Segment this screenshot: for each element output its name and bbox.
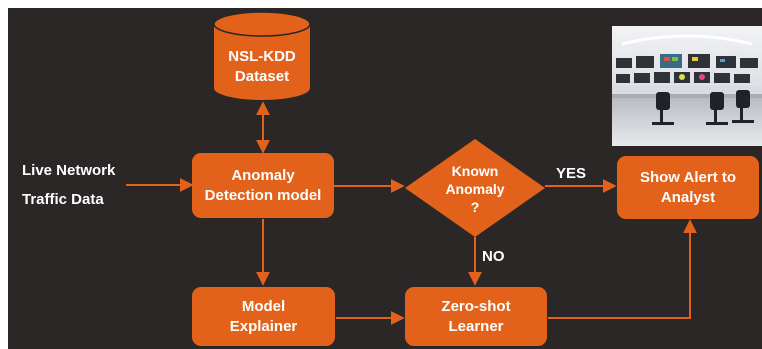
control-room-photo: [612, 26, 762, 146]
model-explainer-node: Model Explainer: [192, 287, 335, 346]
edge-label-yes: YES: [556, 165, 587, 182]
alert-label-line2: Analyst: [660, 188, 716, 206]
dataset-label-line2: Dataset: [234, 68, 290, 85]
dataset-cylinder: [213, 11, 311, 100]
input-label-line1: Live Network: [22, 162, 116, 179]
decision-node: Known Anomaly ?: [415, 160, 535, 218]
dataset-label-line1: NSL-KDD: [228, 48, 296, 65]
explainer-label-line2: Explainer: [229, 317, 298, 335]
explainer-label-line1: Model: [241, 297, 286, 315]
alert-label-line1: Show Alert to: [639, 168, 737, 186]
learner-label-line2: Learner: [448, 317, 504, 335]
detector-label-line2: Detection model: [204, 186, 322, 204]
learner-label-line1: Zero-shot: [441, 297, 511, 315]
detector-label-line1: Anomaly: [231, 166, 295, 184]
dataset-node: NSL-KDD Dataset: [214, 36, 310, 98]
decision-label-line3: ?: [470, 199, 480, 215]
zero-shot-learner-node: Zero-shot Learner: [405, 287, 547, 346]
decision-label-line2: Anomaly: [445, 181, 505, 197]
decision-diamond: [405, 139, 545, 237]
decision-label-line1: Known: [451, 163, 499, 179]
alert-node: Show Alert to Analyst: [617, 156, 759, 219]
detection-model-node: Anomaly Detection model: [192, 153, 334, 218]
edge-label-no: NO: [482, 248, 505, 265]
input-label-line2: Traffic Data: [22, 191, 104, 208]
arrow-learner-alert: [548, 219, 697, 319]
